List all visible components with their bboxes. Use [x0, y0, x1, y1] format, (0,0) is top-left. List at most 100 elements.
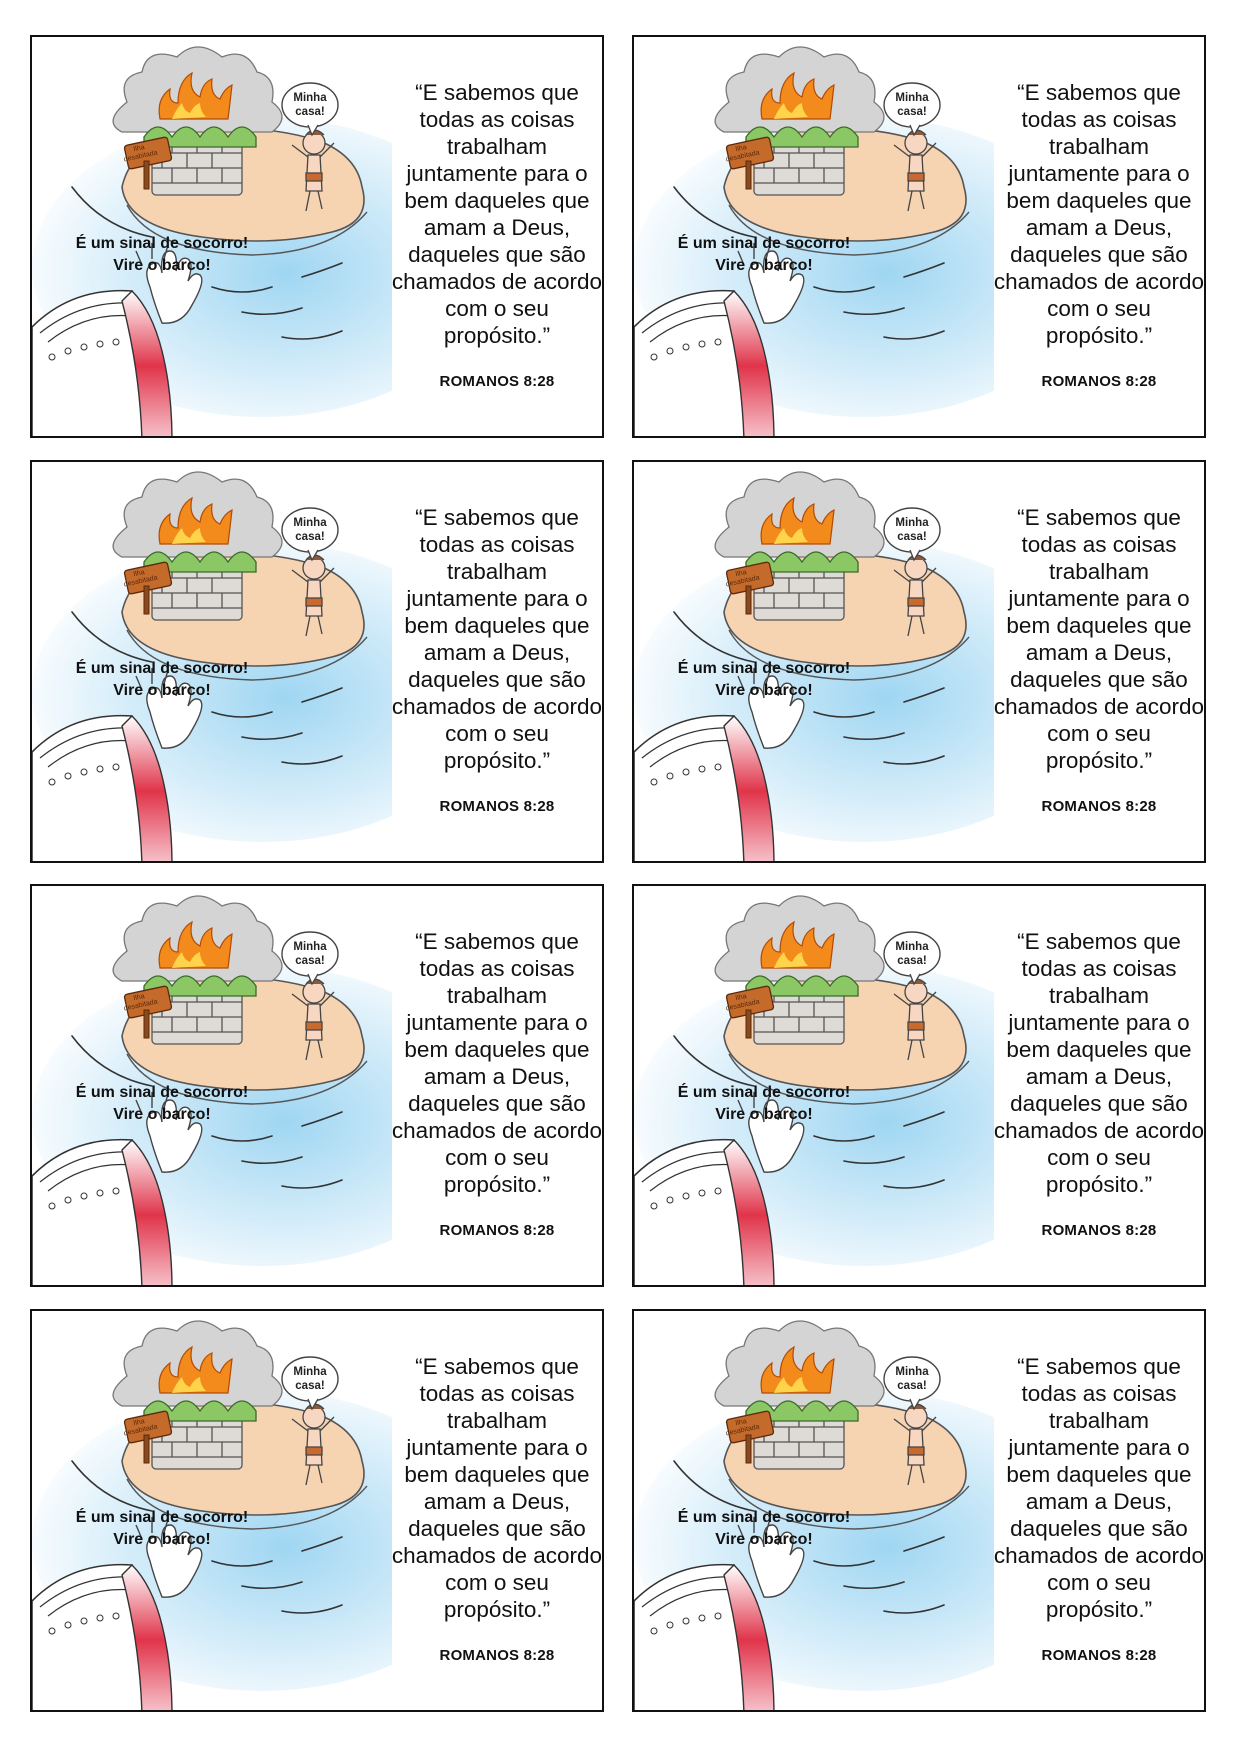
island-illustration: [634, 1320, 994, 1710]
shout-line-1: É um sinal de socorro!: [677, 235, 851, 252]
speech-bubble-text: Minha casa!: [293, 517, 327, 543]
waving-hand-icon: [737, 668, 805, 749]
waving-hand-icon: [135, 243, 203, 324]
memory-verse-card: Ilha desabitada Minha casa! É um sinal d…: [632, 884, 1206, 1287]
waving-hand-icon: [737, 1517, 805, 1598]
shout-line-2: Vire o barco!: [113, 1106, 211, 1123]
memory-verse-card: Ilha desabitada Minha casa! É um sinal d…: [30, 884, 604, 1287]
island-illustration: [32, 46, 392, 436]
verse-reference: ROMANOS 8:28: [1041, 1647, 1157, 1664]
fire-icon: [158, 496, 233, 545]
waving-hand-icon: [135, 1517, 203, 1598]
island-illustration: [634, 471, 994, 861]
verse-reference: ROMANOS 8:28: [439, 1222, 555, 1239]
wave-lines: [71, 611, 343, 765]
verse-text: “E sabemos que todas as coisas trabalham…: [993, 80, 1205, 348]
island-illustration: [32, 471, 392, 861]
speech-bubble-text: Minha casa!: [895, 517, 929, 543]
fire-icon: [158, 71, 233, 120]
shout-line-2: Vire o barco!: [113, 1531, 211, 1548]
memory-verse-card: Ilha desabitada Minha casa! É um sinal d…: [632, 35, 1206, 438]
castaway-figure: [893, 1403, 937, 1486]
castaway-figure: [893, 554, 937, 637]
fire-icon: [760, 496, 835, 545]
ship-hull-icon: [32, 1138, 173, 1285]
stone-hut: [753, 985, 845, 1045]
shout-line-2: Vire o barco!: [113, 682, 211, 699]
castaway-figure: [291, 129, 335, 212]
shout-line-1: É um sinal de socorro!: [677, 660, 851, 677]
verse-text: “E sabemos que todas as coisas trabalham…: [993, 929, 1205, 1197]
shout-caption: É um sinal de socorro! Vire o barco!: [42, 658, 282, 702]
shout-line-2: Vire o barco!: [715, 1531, 813, 1548]
memory-verse-card: Ilha desabitada Minha casa! É um sinal d…: [30, 35, 604, 438]
smoke-icon: [714, 1320, 885, 1407]
waving-hand-icon: [135, 668, 203, 749]
ship-hull-icon: [32, 289, 173, 436]
shout-line-1: É um sinal de socorro!: [75, 1509, 249, 1526]
verse-text: “E sabemos que todas as coisas trabalham…: [993, 1354, 1205, 1622]
wave-lines: [673, 1460, 945, 1614]
roof-leaves: [143, 126, 257, 148]
speech-bubble: [281, 1356, 339, 1411]
ship-hull-icon: [32, 1563, 173, 1710]
wave-lines: [71, 186, 343, 340]
verse-reference: ROMANOS 8:28: [439, 1647, 555, 1664]
verse-text: “E sabemos que todas as coisas trabalham…: [993, 505, 1205, 773]
smoke-icon: [714, 895, 885, 982]
island-illustration: [634, 46, 994, 436]
memory-verse-card: Ilha desabitada Minha casa! É um sinal d…: [632, 460, 1206, 863]
ship-hull-icon: [634, 289, 775, 436]
shout-line-2: Vire o barco!: [113, 257, 211, 274]
speech-bubble-text: Minha casa!: [293, 92, 327, 118]
shout-caption: É um sinal de socorro! Vire o barco!: [42, 233, 282, 277]
roof-leaves: [143, 551, 257, 573]
shout-caption: É um sinal de socorro! Vire o barco!: [644, 233, 884, 277]
ship-hull-icon: [634, 1563, 775, 1710]
shout-line-1: É um sinal de socorro!: [75, 1084, 249, 1101]
island-illustration: [32, 1320, 392, 1710]
memory-verse-card: Ilha desabitada Minha casa! É um sinal d…: [30, 1309, 604, 1712]
signpost-icon: [123, 136, 173, 190]
wave-lines: [71, 1460, 343, 1614]
wave-lines: [673, 1035, 945, 1189]
verse-reference: ROMANOS 8:28: [1041, 1222, 1157, 1239]
verse-text: “E sabemos que todas as coisas trabalham…: [391, 80, 603, 348]
verse-reference: ROMANOS 8:28: [439, 373, 555, 390]
roof-leaves: [143, 975, 257, 997]
smoke-icon: [112, 46, 283, 133]
smoke-icon: [112, 471, 283, 558]
smoke-icon: [714, 46, 885, 133]
verse-reference: ROMANOS 8:28: [439, 798, 555, 815]
island-illustration: [32, 895, 392, 1285]
ship-hull-icon: [634, 714, 775, 861]
shout-caption: É um sinal de socorro! Vire o barco!: [42, 1082, 282, 1126]
castaway-figure: [291, 1403, 335, 1486]
wave-lines: [71, 1035, 343, 1189]
verse-reference: ROMANOS 8:28: [1041, 373, 1157, 390]
fire-icon: [158, 1345, 233, 1394]
smoke-icon: [714, 471, 885, 558]
roof-leaves: [745, 551, 859, 573]
speech-bubble: [883, 931, 941, 986]
wave-lines: [673, 611, 945, 765]
shout-line-1: É um sinal de socorro!: [75, 660, 249, 677]
verse-text: “E sabemos que todas as coisas trabalham…: [391, 929, 603, 1197]
roof-leaves: [143, 1400, 257, 1422]
fire-icon: [760, 920, 835, 969]
speech-bubble-text: Minha casa!: [895, 92, 929, 118]
shout-line-1: É um sinal de socorro!: [677, 1084, 851, 1101]
waving-hand-icon: [737, 1092, 805, 1173]
signpost-icon: [123, 561, 173, 615]
smoke-icon: [112, 1320, 283, 1407]
shout-caption: É um sinal de socorro! Vire o barco!: [42, 1507, 282, 1551]
verse-reference: ROMANOS 8:28: [1041, 798, 1157, 815]
waving-hand-icon: [737, 243, 805, 324]
shout-caption: É um sinal de socorro! Vire o barco!: [644, 1082, 884, 1126]
signpost-icon: [725, 985, 775, 1039]
speech-bubble-text: Minha casa!: [895, 941, 929, 967]
roof-leaves: [745, 126, 859, 148]
roof-leaves: [745, 975, 859, 997]
speech-bubble: [281, 82, 339, 137]
